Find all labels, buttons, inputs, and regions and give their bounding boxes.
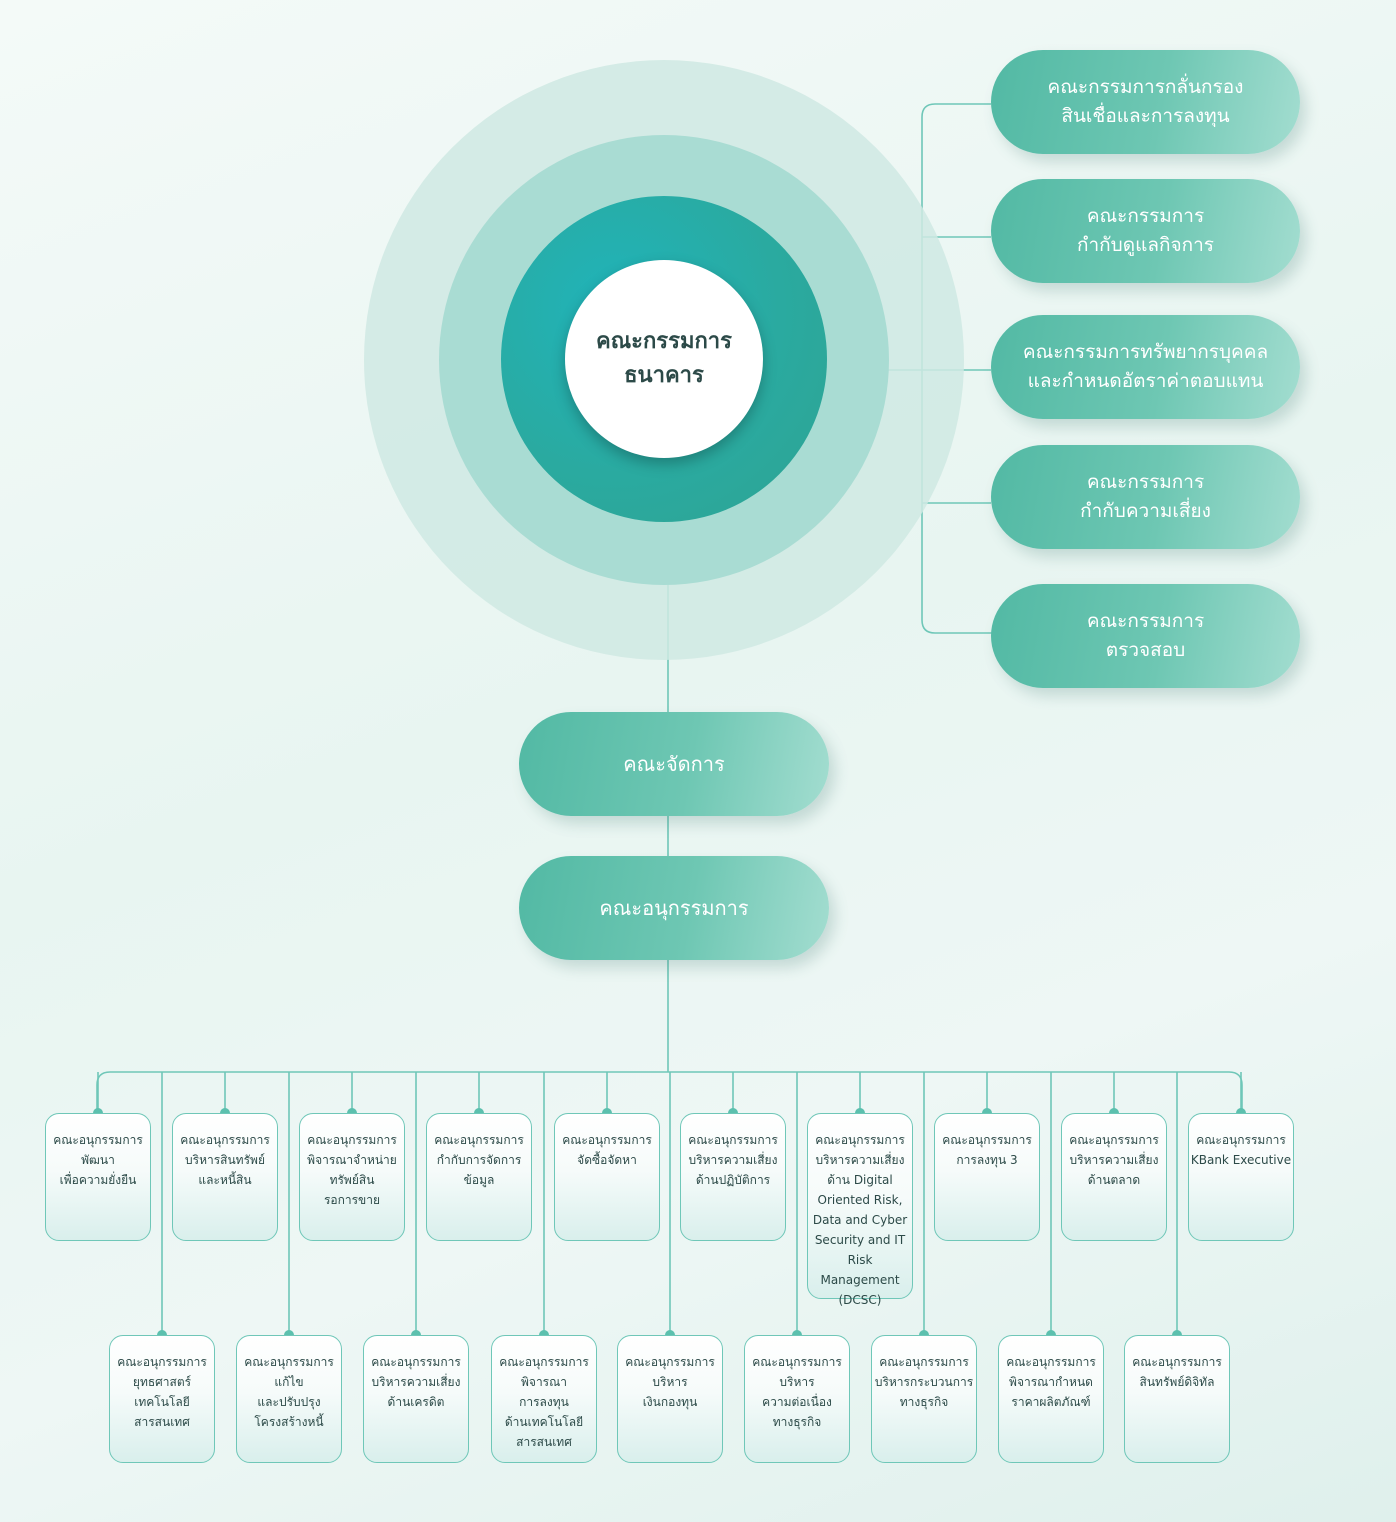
subcommittee-top-7: คณะอนุกรรมการ บริหารความเสี่ยง ด้าน Digi… [807,1113,913,1307]
subcommittee-top-1: คณะอนุกรรมการ พัฒนา เพื่อความยั่งยืน [45,1113,151,1241]
subcommittee-bottom-8: คณะอนุกรรมการ พิจารณากำหนด ราคาผลิตภัณฑ์ [998,1335,1104,1463]
board-committee-1: คณะกรรมการกลั่นกรอง สินเชื่อและการลงทุน [991,50,1300,154]
subcommittee-bottom-5: คณะอนุกรรมการ บริหาร เงินกองทุน [617,1335,723,1463]
board-committee-2: คณะกรรมการ กำกับดูแลกิจการ [991,179,1300,283]
board-committee-4: คณะกรรมการ กำกับความเสี่ยง [991,445,1300,549]
subcommittee-top-8: คณะอนุกรรมการ การลงทุน 3 [934,1113,1040,1241]
subcommittee-bottom-2: คณะอนุกรรมการ แก้ไข และปรับปรุง โครงสร้า… [236,1335,342,1463]
subcommittee-bottom-9: คณะอนุกรรมการ สินทรัพย์ดิจิทัล [1124,1335,1230,1463]
subcommittee-top-4: คณะอนุกรรมการ กำกับการจัดการ ข้อมูล [426,1113,532,1241]
board-of-directors-node: คณะกรรมการ ธนาคาร [565,260,763,458]
subcommittee-top-6: คณะอนุกรรมการ บริหารความเสี่ยง ด้านปฏิบั… [680,1113,786,1241]
subcommittee-top-2: คณะอนุกรรมการ บริหารสินทรัพย์ และหนี้สิน [172,1113,278,1241]
subcommittee-top-9: คณะอนุกรรมการ บริหารความเสี่ยง ด้านตลาด [1061,1113,1167,1241]
subcommittee-bottom-1: คณะอนุกรรมการ ยุทธศาสตร์ เทคโนโลยี สารสน… [109,1335,215,1463]
subcommittee-top-5: คณะอนุกรรมการ จัดซื้อจัดหา [554,1113,660,1241]
subcommittee-top-10: คณะอนุกรรมการ KBank Executive [1188,1113,1294,1241]
subcommittee-bottom-6: คณะอนุกรรมการ บริหาร ความต่อเนื่อง ทางธุ… [744,1335,850,1463]
subcommittee-bottom-3: คณะอนุกรรมการ บริหารความเสี่ยง ด้านเครดิ… [363,1335,469,1463]
management-node: คณะจัดการ [519,712,829,816]
board-committee-5: คณะกรรมการ ตรวจสอบ [991,584,1300,688]
subcommittees-group-node: คณะอนุกรรมการ [519,856,829,960]
subcommittee-bottom-7: คณะอนุกรรมการ บริหารกระบวนการ ทางธุรกิจ [871,1335,977,1463]
board-committee-3: คณะกรรมการทรัพยากรบุคคล และกำหนดอัตราค่า… [991,315,1300,419]
subcommittee-top-3: คณะอนุกรรมการ พิจารณาจำหน่าย ทรัพย์สิน ร… [299,1113,405,1241]
subcommittee-bottom-4: คณะอนุกรรมการ พิจารณา การลงทุน ด้านเทคโน… [491,1335,597,1463]
